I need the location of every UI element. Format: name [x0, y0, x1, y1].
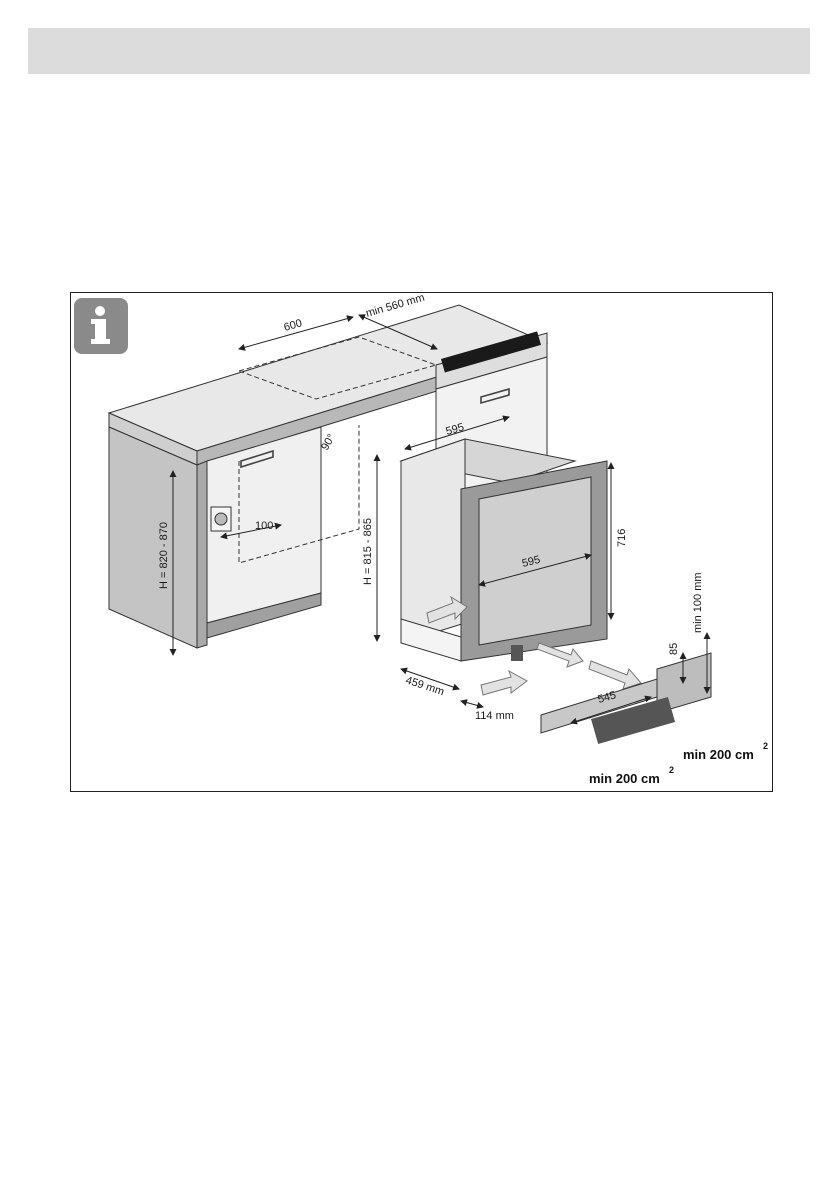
vent-outlet-sup: 2: [763, 741, 768, 751]
vent-inlet-sup: 2: [669, 765, 674, 775]
plinth: [541, 653, 711, 744]
dim-base-459: 459 mm: [404, 674, 446, 698]
left-cabinet: [109, 427, 321, 648]
info-icon: [74, 298, 128, 354]
installation-diagram: 600 min 560 mm 90° 595 100 H = 820 - 870…: [70, 292, 773, 792]
dim-plinth-min-100: min 100 mm: [692, 572, 704, 633]
vent-inlet-text: min 200 cm: [589, 771, 660, 786]
dim-base-114: 114 mm: [475, 710, 514, 722]
vent-outlet-text: min 200 cm: [683, 747, 754, 762]
vent-outlet-label: min 200 cm 2: [683, 741, 768, 762]
header-bar: [28, 28, 810, 74]
installation-drawing: 600 min 560 mm 90° 595 100 H = 820 - 870…: [71, 293, 773, 792]
dim-door-height-716: 716: [616, 529, 628, 547]
dim-angle-90: 90°: [319, 432, 338, 452]
appliance: [401, 439, 607, 661]
vent-inlet-label: min 200 cm 2: [589, 765, 674, 786]
dim-appliance-height: H = 815 - 865: [362, 518, 374, 585]
dim-depth-min-560: min 560 mm: [365, 293, 426, 320]
dim-plinth-85: 85: [668, 643, 680, 655]
dim-socket-100: 100: [255, 520, 273, 532]
socket-icon: [211, 507, 231, 531]
dim-niche-height: H = 820 - 870: [158, 522, 170, 589]
